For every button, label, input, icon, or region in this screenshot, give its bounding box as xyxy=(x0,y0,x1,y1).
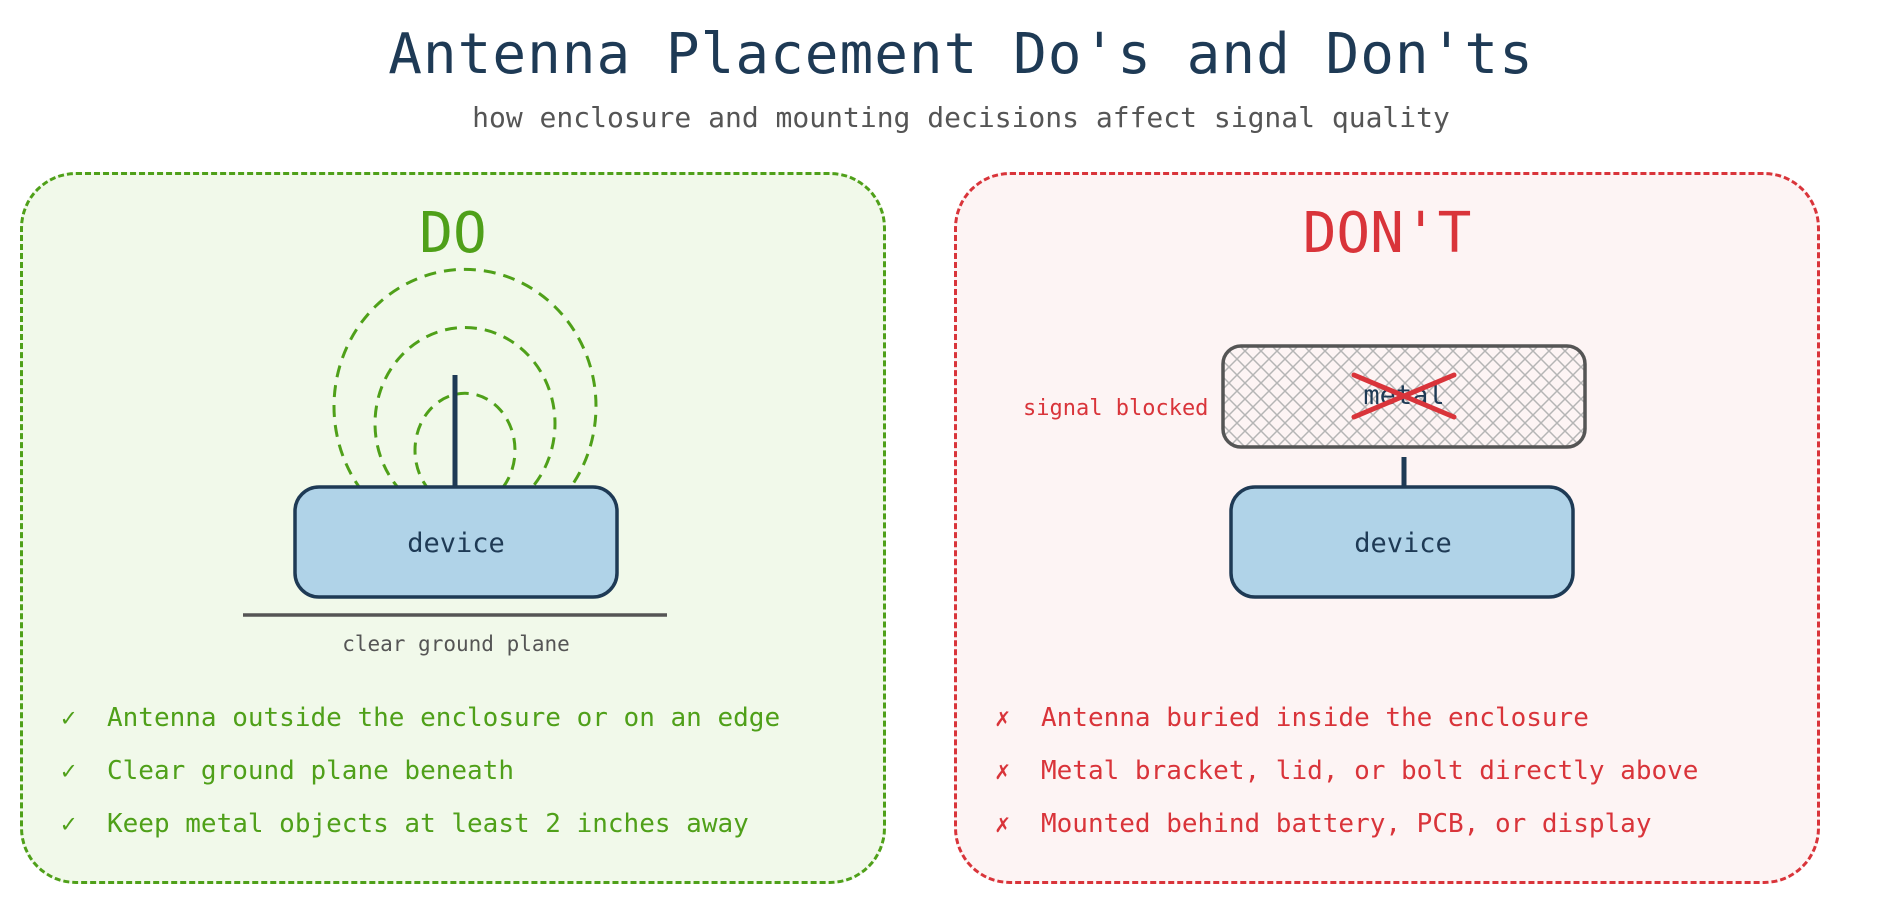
signal-wave-outer xyxy=(332,267,598,492)
dont-heading: DON'T xyxy=(1302,201,1472,266)
dont-item-text: Antenna buried inside the enclosure xyxy=(1041,702,1589,733)
page-title: Antenna Placement Do's and Don'ts xyxy=(388,22,1534,87)
dont-item-text: Mounted behind battery, PCB, or display xyxy=(1041,808,1652,839)
blocked-x-icon xyxy=(1351,372,1457,420)
list-item: ✓ Antenna outside the enclosure or on an… xyxy=(61,691,780,744)
do-item-text: Antenna outside the enclosure or on an e… xyxy=(107,702,781,733)
do-list: ✓ Antenna outside the enclosure or on an… xyxy=(61,691,780,850)
list-item: ✗ Antenna buried inside the enclosure xyxy=(995,691,1698,744)
do-panel: DO device clear ground plane ✓ Antenna o… xyxy=(20,172,886,884)
check-icon: ✓ xyxy=(61,756,77,785)
list-item: ✗ Mounted behind battery, PCB, or displa… xyxy=(995,797,1698,850)
signal-blocked-label: signal blocked xyxy=(1023,396,1208,421)
device-box xyxy=(293,485,619,599)
page-subtitle: how enclosure and mounting decisions aff… xyxy=(472,101,1450,134)
ground-plane-label: clear ground plane xyxy=(342,632,570,656)
signal-wave-inner xyxy=(413,391,517,492)
do-heading: DO xyxy=(419,201,487,266)
list-item: ✓ Clear ground plane beneath xyxy=(61,744,780,797)
cross-icon: ✗ xyxy=(995,703,1011,732)
device-label: device xyxy=(1354,528,1452,559)
check-icon: ✓ xyxy=(61,703,77,732)
device-label: device xyxy=(407,528,505,559)
dont-item-text: Metal bracket, lid, or bolt directly abo… xyxy=(1041,755,1699,786)
signal-wave-middle xyxy=(373,326,557,493)
check-icon: ✓ xyxy=(61,809,77,838)
dont-list: ✗ Antenna buried inside the enclosure ✗ … xyxy=(995,691,1698,850)
dont-panel: DON'T metal signal blocked device ✗ Ante… xyxy=(954,172,1820,884)
do-item-text: Keep metal objects at least 2 inches awa… xyxy=(107,808,749,839)
signal-waves xyxy=(332,267,598,493)
device-box xyxy=(1229,485,1575,599)
cross-icon: ✗ xyxy=(995,809,1011,838)
list-item: ✗ Metal bracket, lid, or bolt directly a… xyxy=(995,744,1698,797)
do-diagram: device clear ground plane xyxy=(243,267,667,656)
dont-diagram: metal signal blocked device xyxy=(1023,344,1587,599)
cross-icon: ✗ xyxy=(995,756,1011,785)
do-item-text: Clear ground plane beneath xyxy=(107,755,514,786)
list-item: ✓ Keep metal objects at least 2 inches a… xyxy=(61,797,780,850)
